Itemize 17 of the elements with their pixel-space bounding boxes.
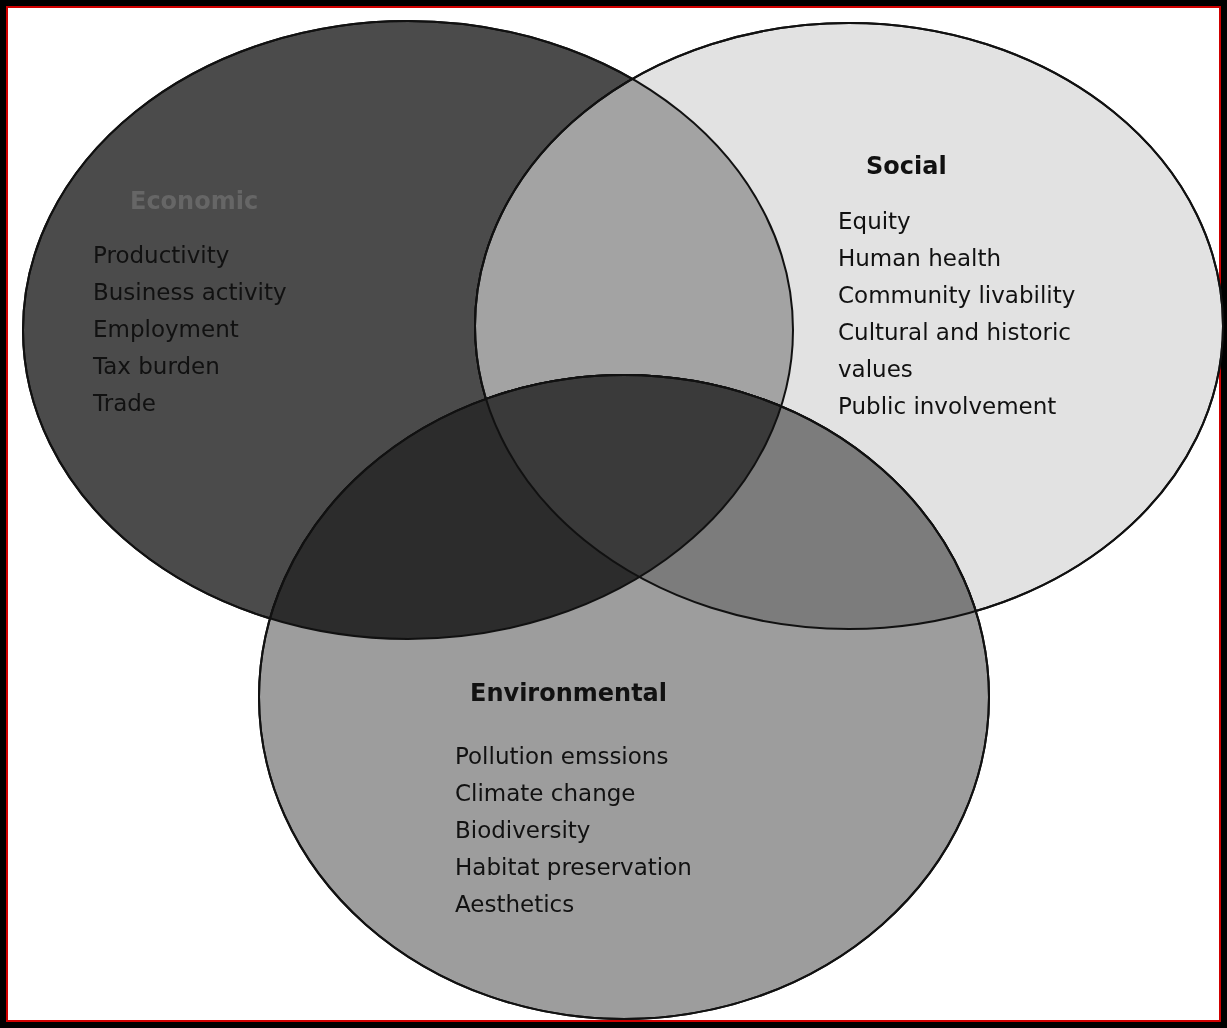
list-item: Community livability — [838, 281, 1076, 310]
list-item: Pollution emssions — [455, 742, 669, 771]
circle-heading: Environmental — [470, 678, 668, 708]
circle-heading: Social — [866, 151, 947, 181]
list-item: Productivity — [93, 241, 230, 270]
list-item: Public involvement — [838, 392, 1057, 421]
list-item: Climate change — [455, 779, 636, 808]
list-item: Employment — [93, 315, 239, 344]
list-item: Biodiversity — [455, 816, 591, 845]
list-item: Business activity — [93, 278, 287, 307]
list-item: Cultural and historic values — [838, 318, 1072, 384]
list-item: Human health — [838, 244, 1002, 273]
list-item: Equity — [838, 207, 911, 236]
list-item: Habitat preservation — [455, 853, 692, 882]
list-item: Trade — [93, 389, 156, 418]
list-item: Aesthetics — [455, 890, 575, 919]
list-item: Tax burden — [93, 352, 220, 381]
